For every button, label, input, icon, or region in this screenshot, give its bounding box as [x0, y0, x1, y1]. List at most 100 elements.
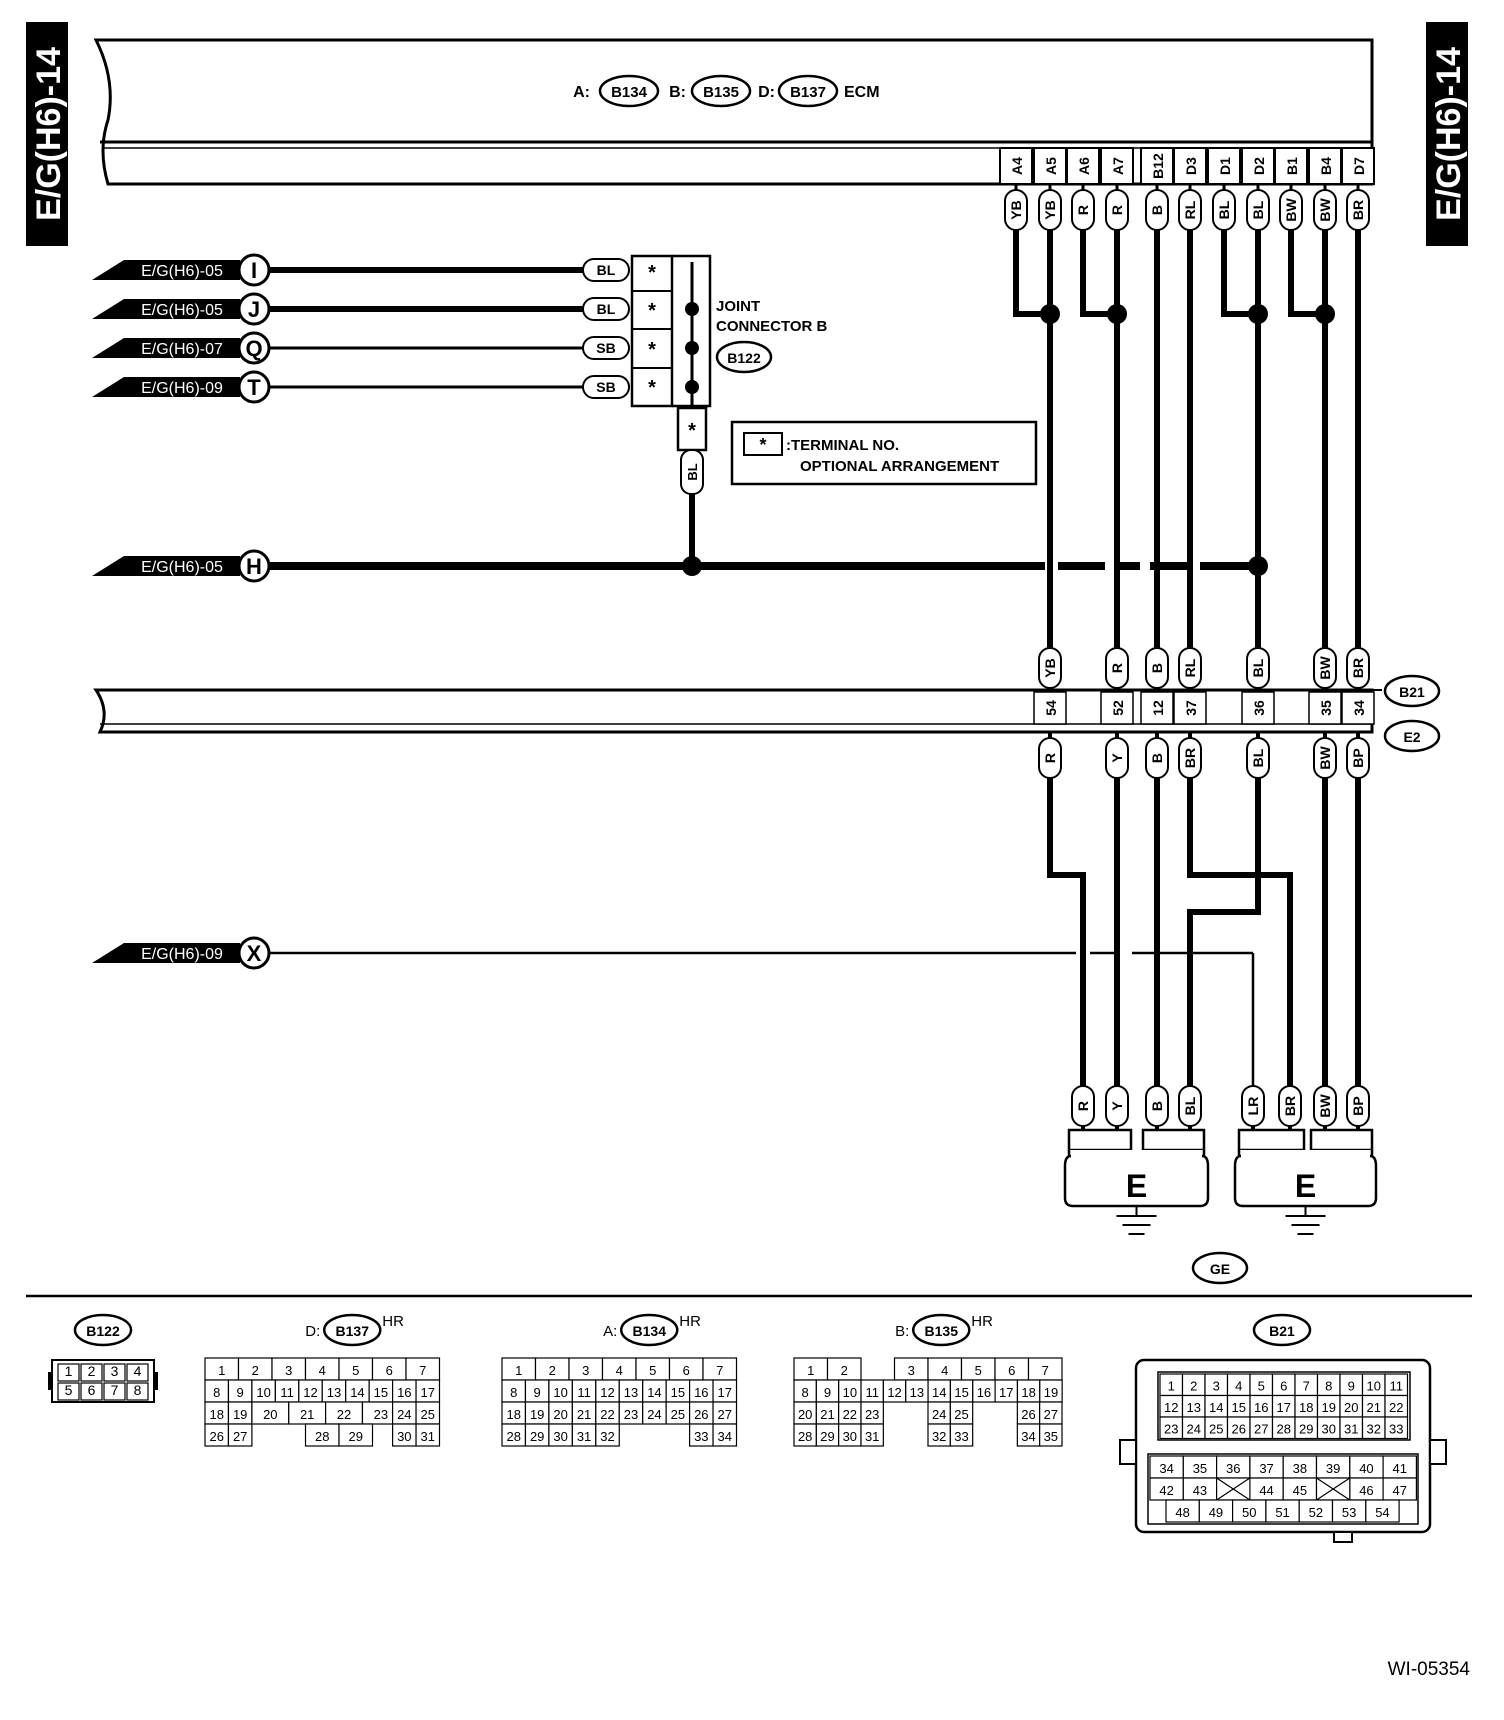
svg-text:D:: D: [758, 84, 775, 101]
pin-number: 6 [1008, 1363, 1015, 1378]
svg-text:BP: BP [1350, 748, 1366, 767]
pin-number: 11 [280, 1385, 294, 1400]
svg-text:BR: BR [1282, 1096, 1298, 1116]
legend-line1: :TERMINAL NO. [786, 437, 899, 454]
pin-number: 5 [649, 1363, 656, 1378]
pin-number: 9 [534, 1385, 541, 1400]
pin-number: 7 [716, 1363, 723, 1378]
pin-number: 11 [577, 1385, 591, 1400]
pin-number: 33 [954, 1429, 968, 1444]
pin-number: 15 [1232, 1400, 1246, 1415]
svg-text:BW: BW [1317, 656, 1333, 680]
pin-number: 24 [932, 1407, 946, 1422]
svg-text:37: 37 [1183, 700, 1199, 716]
ground-wire-color: BR [1278, 1085, 1302, 1127]
pin-number: 36 [1226, 1461, 1240, 1476]
ecm-wire-color: YB [1038, 189, 1062, 231]
svg-text:B: B [1149, 663, 1165, 673]
pin-number: 45 [1293, 1483, 1307, 1498]
pin-number: 40 [1359, 1461, 1373, 1476]
pin-number: 15 [671, 1385, 685, 1400]
pin-number: 30 [1322, 1422, 1336, 1437]
pin-number: 19 [530, 1407, 544, 1422]
svg-text:D:: D: [305, 1323, 320, 1340]
svg-text:*: * [648, 339, 656, 361]
svg-text:A:: A: [573, 84, 590, 101]
pin-number: 54 [1375, 1505, 1389, 1520]
pin-number: 1 [1168, 1379, 1175, 1394]
svg-text:R: R [1075, 205, 1091, 215]
e2-wire-color: B [1145, 737, 1169, 779]
pin-number: 48 [1175, 1505, 1189, 1520]
joint-label-line1: JOINT [716, 298, 760, 315]
pin-number: 5 [65, 1382, 73, 1398]
svg-text:RL: RL [1182, 658, 1198, 677]
pin-number: 29 [530, 1429, 544, 1444]
pin-number: 21 [820, 1407, 834, 1422]
pin-number: 22 [1389, 1400, 1403, 1415]
svg-text:E/G(H6)-14: E/G(H6)-14 [1430, 47, 1468, 221]
svg-text:YB: YB [1042, 200, 1058, 219]
figure-id: WI-05354 [1388, 1659, 1471, 1680]
ecm-connector-a-id: B134 [611, 84, 648, 101]
b21-wire-color: YB [1038, 647, 1062, 689]
ecm-connector-b-id: B135 [703, 84, 739, 101]
pin-number: 24 [397, 1407, 411, 1422]
ground-wire-color: Y [1105, 1085, 1129, 1127]
pin-number: 16 [977, 1385, 991, 1400]
pin-number: 16 [397, 1385, 411, 1400]
pin-number: 12 [600, 1385, 614, 1400]
pin-number: 3 [111, 1363, 119, 1379]
svg-text:B: B [1149, 205, 1165, 215]
svg-text:B21: B21 [1269, 1323, 1295, 1339]
svg-text:BW: BW [1317, 1094, 1333, 1118]
ecm-wire-color: B [1145, 189, 1169, 231]
pin-number: 47 [1393, 1483, 1407, 1498]
svg-text:B135: B135 [925, 1323, 959, 1339]
pin-number: 21 [300, 1407, 314, 1422]
pin-number: 29 [1299, 1422, 1313, 1437]
pin-number: 34 [718, 1429, 732, 1444]
b21-wire-color: RL [1178, 647, 1202, 689]
svg-text:34: 34 [1351, 700, 1367, 716]
pin-number: 5 [1258, 1379, 1265, 1394]
svg-text:*: * [648, 300, 656, 322]
svg-text:B: B [1149, 1101, 1165, 1111]
junction-dots [682, 302, 1335, 576]
ecm-wire-color: R [1105, 189, 1129, 231]
ecm-connector-d-id: B137 [790, 84, 826, 101]
pin-number: 27 [233, 1429, 247, 1444]
pin-number: 34 [1021, 1429, 1035, 1444]
pin-number: 20 [1344, 1400, 1358, 1415]
svg-text:E/G(H6)-05: E/G(H6)-05 [141, 302, 223, 319]
pin-number: 23 [865, 1407, 879, 1422]
e2-wire-color: Y [1105, 737, 1129, 779]
pin-number: 28 [1277, 1422, 1291, 1437]
pin-number: 7 [111, 1382, 119, 1398]
pin-number: 13 [910, 1385, 924, 1400]
pin-number: 33 [1389, 1422, 1403, 1437]
svg-text:BW: BW [1317, 198, 1333, 222]
pin-number: 26 [694, 1407, 708, 1422]
pin-number: 6 [683, 1363, 690, 1378]
ground-label: E [1295, 1168, 1316, 1204]
legend-box: * :TERMINAL NO. OPTIONAL ARRANGEMENT [730, 420, 1038, 486]
svg-text:SB: SB [596, 340, 615, 356]
pin-number: 13 [1187, 1400, 1201, 1415]
pin-number: 18 [1299, 1400, 1313, 1415]
svg-text:LR: LR [1245, 1097, 1261, 1116]
pin-number: 8 [510, 1385, 517, 1400]
svg-text:A:: A: [603, 1323, 617, 1340]
svg-text:B12: B12 [1150, 153, 1166, 179]
